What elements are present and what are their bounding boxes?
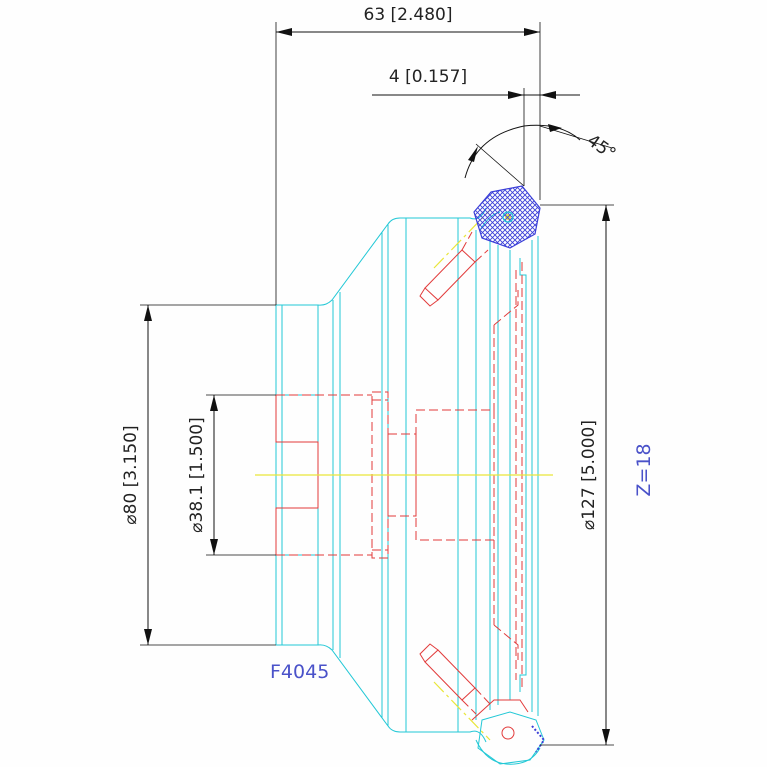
top-insert (473, 185, 541, 249)
chamfer-angle-text: 45° (583, 131, 619, 165)
cutter-diameter-text: ⌀127 [5.000] (579, 420, 599, 530)
model-label: F4045 (270, 661, 329, 683)
chamfer-width-text: 4 [0.157] (389, 67, 467, 87)
dimension-overall-length: 63 [2.480] (275, 5, 541, 305)
bore-diameter-text: ⌀38.1 [1.500] (187, 417, 207, 532)
dimension-cutter-diameter: ⌀127 [5.000] (540, 204, 614, 746)
dimension-chamfer-angle: 45° (464, 124, 619, 187)
hidden-lines (275, 231, 529, 740)
teeth-count-label: Z=18 (633, 443, 655, 496)
dimension-shank-diameter: ⌀80 [3.150] (121, 304, 276, 646)
bottom-insert (477, 711, 546, 765)
shank-diameter-text: ⌀80 [3.150] (121, 425, 141, 524)
dimension-chamfer-width: 4 [0.157] (372, 67, 580, 186)
overall-length-text: 63 [2.480] (364, 5, 453, 25)
dimension-bore-diameter: ⌀38.1 [1.500] (187, 394, 276, 556)
